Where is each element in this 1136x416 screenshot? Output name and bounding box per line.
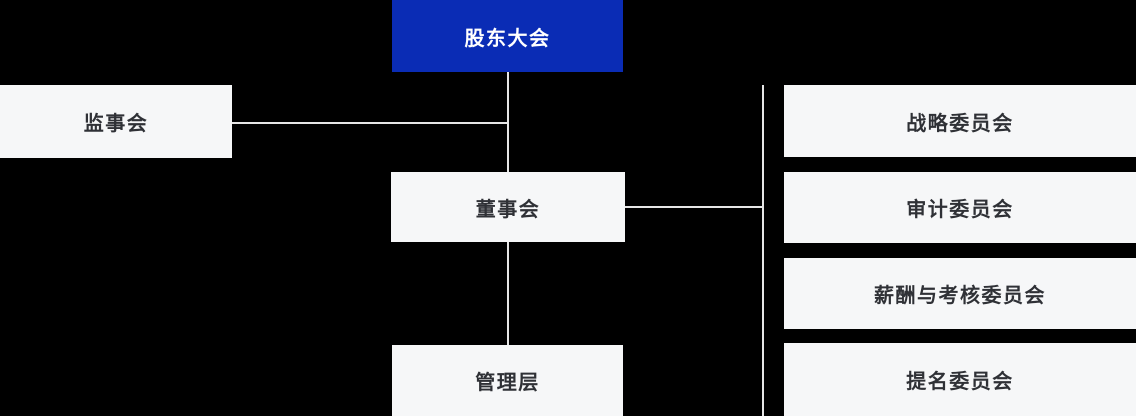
connector-supervisory-to-trunk [232,122,508,124]
node-shareholders-meeting: 股东大会 [392,0,623,72]
node-management: 管理层 [392,345,623,416]
node-supervisory-board-label: 监事会 [83,113,149,135]
node-audit-committee-label: 审计委员会 [906,199,1014,221]
connector-shareholders-to-board [507,72,509,172]
node-shareholders-meeting-label: 股东大会 [464,27,551,50]
node-board-of-directors-label: 董事会 [475,198,541,221]
connector-committee-spine [762,85,764,416]
connector-board-to-committee-spine [625,206,763,208]
node-board-of-directors: 董事会 [391,172,625,242]
node-nomination-committee: 提名委员会 [784,343,1136,416]
connector-board-to-management [507,242,509,345]
node-supervisory-board: 监事会 [0,85,232,158]
node-strategy-committee: 战略委员会 [784,85,1136,157]
node-audit-committee: 审计委员会 [784,172,1136,243]
node-strategy-committee-label: 战略委员会 [906,112,1014,135]
node-compensation-appraisal-committee: 薪酬与考核委员会 [784,258,1136,329]
node-nomination-committee-label: 提名委员会 [906,371,1014,393]
node-compensation-appraisal-committee-label: 薪酬与考核委员会 [874,285,1046,307]
node-management-label: 管理层 [475,372,540,394]
